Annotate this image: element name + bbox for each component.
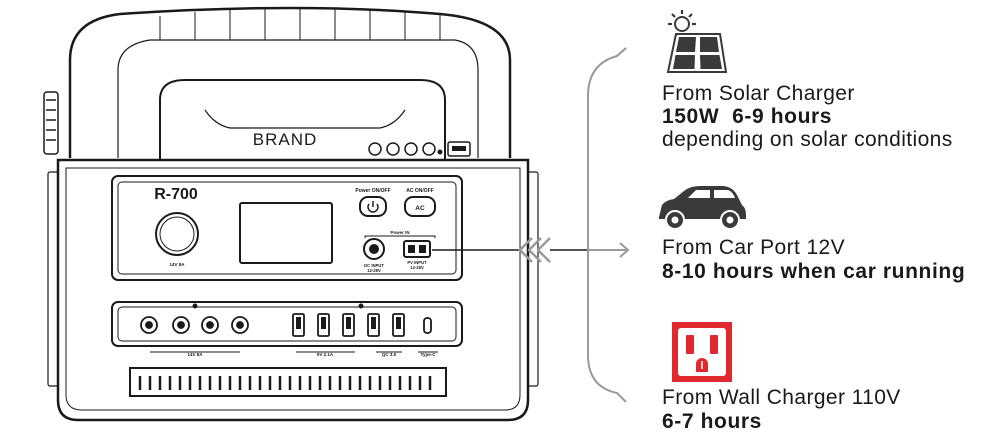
typec-label: Type-C (421, 352, 437, 357)
pv-input-port (403, 240, 431, 258)
car-icon (659, 186, 746, 230)
source-bracket (587, 47, 630, 403)
dc-ports-label: 14V 8A (187, 352, 203, 357)
dc-input-sub: 12-28V (367, 268, 381, 273)
pv-input-label: PV INPUT (407, 260, 427, 265)
dc-output-ports (140, 316, 249, 334)
pv-input-sub: 12-28V (410, 265, 424, 270)
qc-label: QC 3.0 (382, 352, 397, 357)
port-panel (111, 301, 463, 347)
battery-indicator (368, 142, 436, 156)
solar-title: From Solar Charger (662, 82, 855, 105)
carry-handle (68, 6, 512, 158)
device-body (56, 158, 530, 422)
car-detail: 8-10 hours when car running (662, 260, 966, 283)
wall-outlet-icon (672, 322, 732, 382)
dc-input-label: DC INPUT (364, 263, 384, 268)
wall-detail: 6-7 hours (662, 410, 762, 433)
ac-button-text: AC (415, 205, 425, 212)
inflow-arrows-icon (518, 237, 551, 263)
dc-input-port (363, 238, 385, 260)
brand-text: BRAND (253, 130, 318, 149)
usb-output-ports (292, 313, 405, 337)
power-station (43, 6, 539, 422)
wall-title: From Wall Charger 110V (662, 386, 901, 409)
power-button-label: Power ON/OFF (355, 188, 390, 194)
car-socket (155, 212, 199, 256)
top-usb-port (447, 141, 471, 157)
model-text: R-700 (154, 186, 198, 203)
bottom-vent (129, 367, 447, 397)
ac-button-label: AC ON/OFF (406, 188, 434, 194)
control-panel (111, 175, 463, 281)
car-title: From Car Port 12V (662, 236, 846, 259)
power-in-label: Power IN (390, 230, 409, 235)
solar-panel-icon (666, 10, 728, 73)
solar-time: 6-9 hours (732, 105, 833, 128)
handle-grip (159, 9, 441, 40)
usb-label: 5V 2.1A (317, 352, 334, 357)
solar-note: depending on solar conditions (662, 128, 953, 151)
power-button (359, 196, 387, 217)
solar-power: 150W (662, 105, 720, 128)
solar-rate: 150W 6-9 hours (662, 105, 832, 129)
type-c-port (423, 317, 432, 334)
device-labels: BRAND R-700 14V 8A Power ON/OFF AC ON/OF… (154, 130, 436, 357)
side-vent (43, 91, 59, 155)
ac-button (404, 196, 436, 217)
lcd-screen (239, 202, 333, 264)
car-socket-label: 14V 8A (169, 262, 185, 267)
